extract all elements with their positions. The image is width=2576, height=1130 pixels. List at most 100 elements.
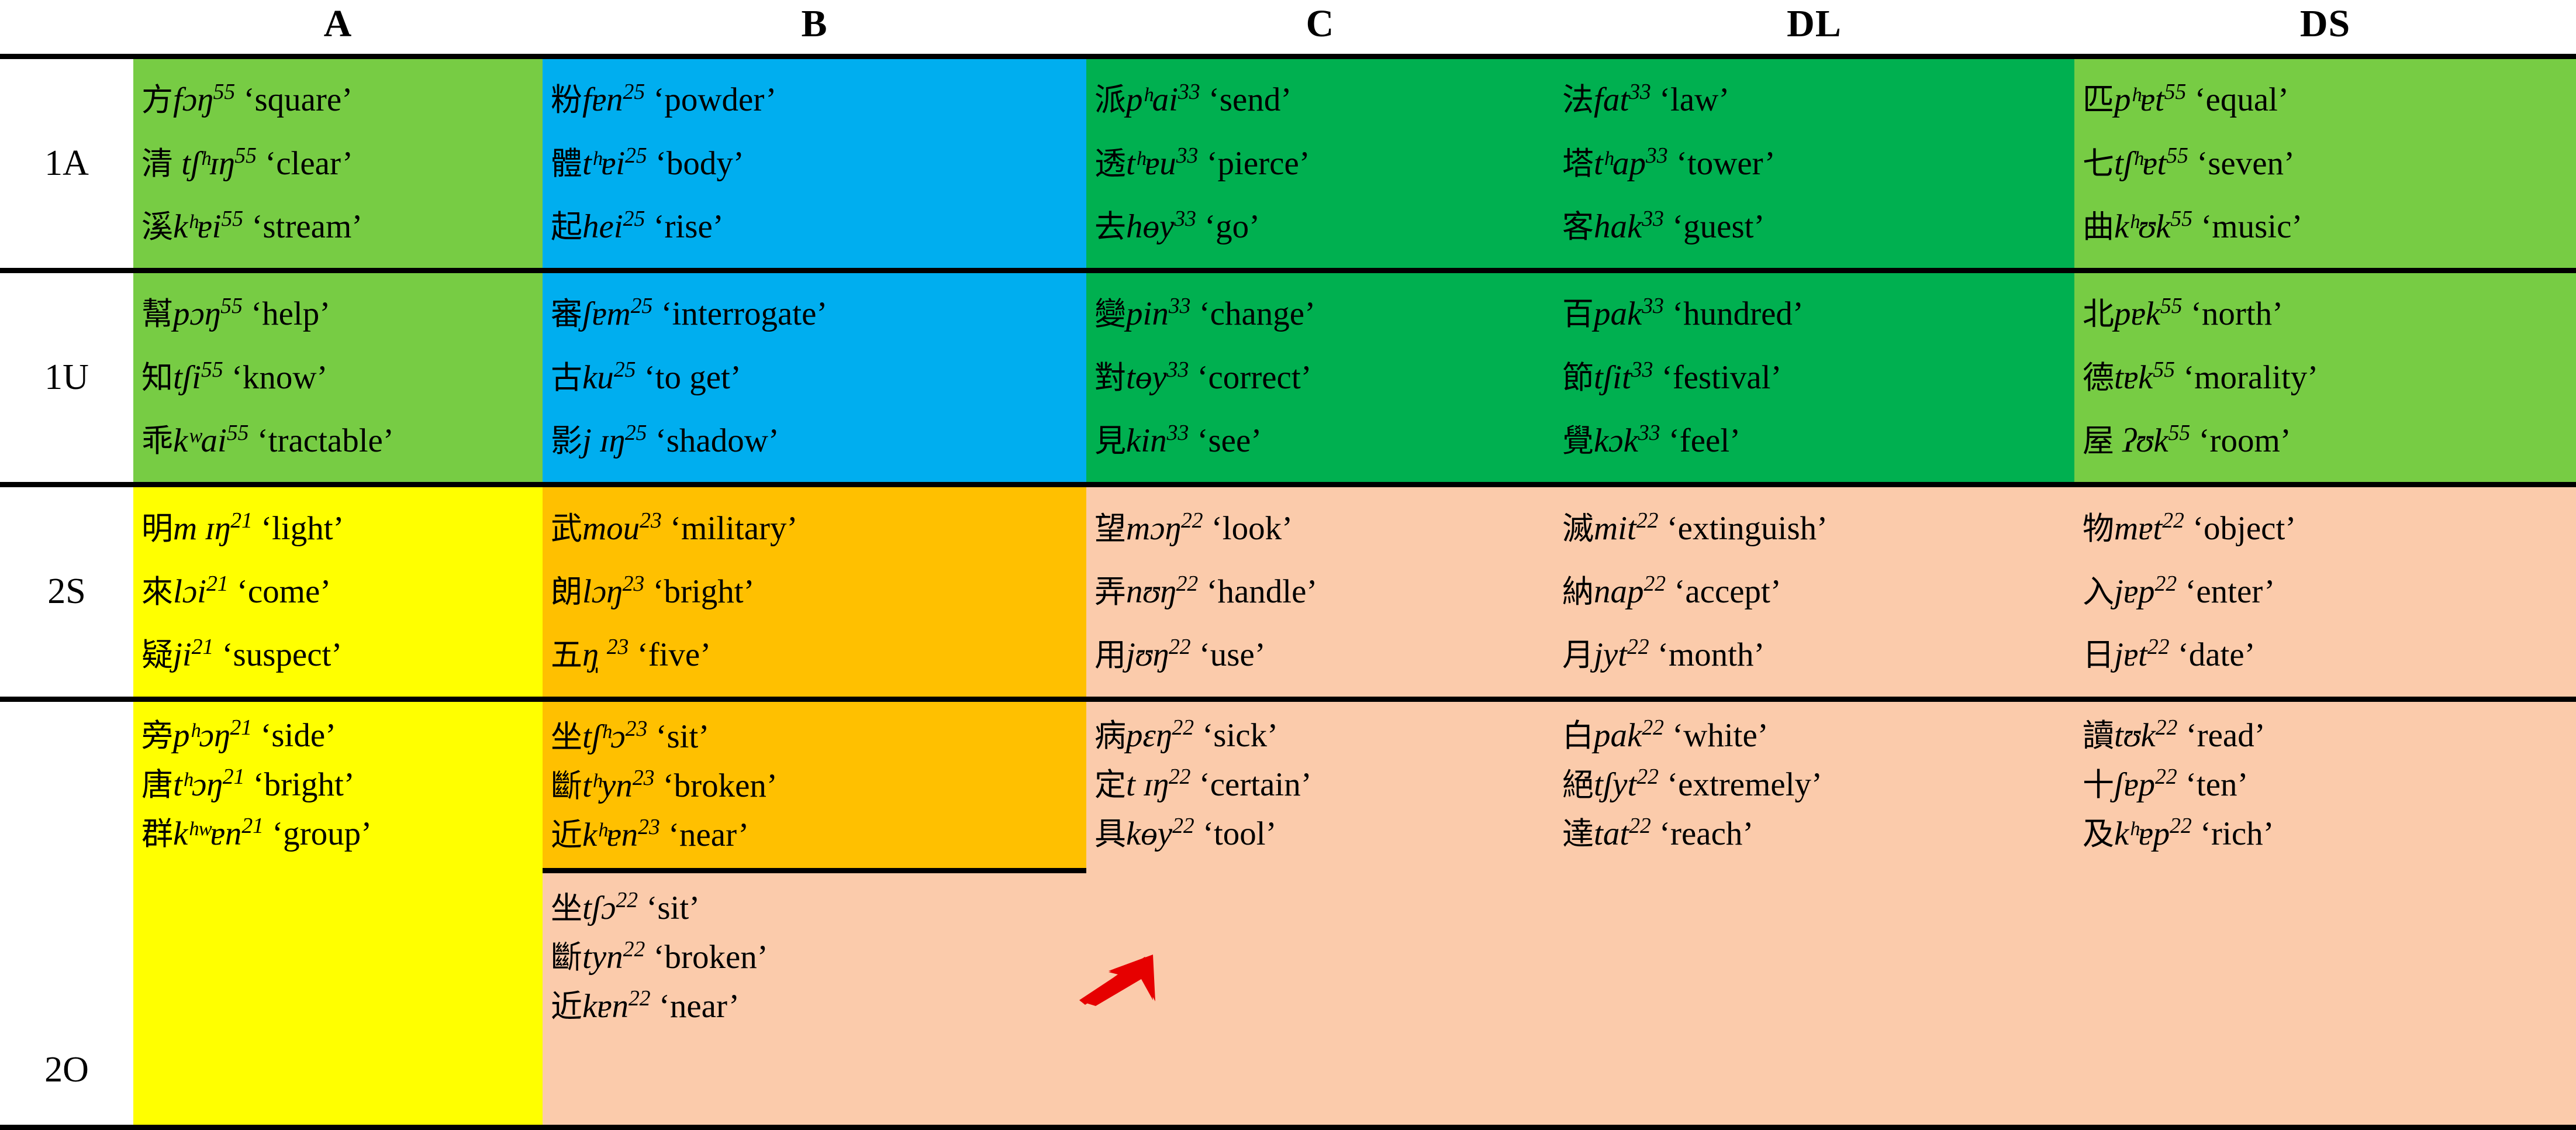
ipa-transcription: pʰai: [1126, 81, 1179, 119]
chinese-character: 五: [551, 636, 582, 674]
tone-number: 33: [1638, 421, 1660, 446]
chinese-character: 乖: [141, 422, 173, 460]
lexical-entry: 乖kʷai55 ‘tractable’: [141, 416, 543, 466]
ipa-transcription: tʃi: [173, 359, 202, 396]
ipa-transcription: mou: [582, 509, 640, 547]
english-gloss: ‘enter’: [2177, 573, 2275, 610]
tone-number: 22: [1168, 635, 1191, 660]
tone-number: 23: [625, 716, 648, 741]
tone-number: 33: [1176, 143, 1199, 168]
row-label-header: [0, 0, 133, 57]
chinese-character: 旁: [141, 716, 173, 754]
lexical-entry: 物mɐt22 ‘object’: [2083, 504, 2576, 553]
ipa-transcription: tʰap: [1594, 144, 1646, 182]
tone-number: 25: [613, 357, 636, 382]
ipa-transcription: jɐt: [2114, 636, 2147, 674]
chinese-character: 曲: [2083, 208, 2114, 245]
tone-number: 55: [2153, 357, 2175, 382]
lexical-entry: 知tʃi55 ‘know’: [141, 353, 543, 402]
english-gloss: ‘clear’: [256, 144, 354, 182]
chinese-character: 法: [1562, 81, 1594, 119]
ipa-transcription: tʃyt: [1594, 766, 1637, 803]
lexical-entry: 法fat33 ‘law’: [1562, 75, 2074, 125]
entry-list: 審ʃɐm25 ‘interrogate’古ku25 ‘to get’影j ɪŋ2…: [543, 273, 1086, 482]
row-label-1a: 1A: [0, 56, 133, 271]
chinese-character: 定: [1094, 766, 1126, 803]
tone-number: 25: [623, 80, 645, 105]
entry-list: 武mou23 ‘military’朗lɔŋ23 ‘bright’五ŋ̩ 23 ‘…: [543, 487, 1086, 696]
lexical-entry: 節tʃit33 ‘festival’: [1562, 353, 2074, 402]
ipa-transcription: ʃɐp: [2114, 766, 2156, 803]
table-body: 1A 方fɔŋ55 ‘square’清 tʃʰɪŋ55 ‘clear’溪kʰɐi…: [0, 56, 2576, 1130]
entry-list: 粉fɐn25 ‘powder’體tʰɐi25 ‘body’起hei25 ‘ris…: [543, 59, 1086, 268]
lexical-entry: 派pʰai33 ‘send’: [1094, 75, 1554, 125]
chinese-character: 來: [141, 573, 173, 610]
english-gloss: ‘sit’: [647, 718, 710, 755]
cell-2s-c: 望mɔŋ22 ‘look’弄nʊŋ22 ‘handle’用jʊŋ22 ‘use’: [1086, 484, 1554, 700]
english-gloss: ‘broken’: [645, 938, 768, 976]
chinese-character: 清: [141, 144, 173, 182]
english-gloss: ‘sick’: [1194, 716, 1279, 754]
english-gloss: ‘near’: [650, 988, 740, 1025]
lexical-entry: 明m ɪŋ21 ‘light’: [141, 504, 543, 553]
ipa-transcription: jʊŋ: [1126, 636, 1169, 674]
chinese-character: 派: [1094, 81, 1126, 119]
chinese-character: 溪: [141, 208, 173, 245]
english-gloss: ‘side’: [252, 716, 337, 754]
tone-number: 22: [1168, 764, 1191, 789]
tone-number: 21: [206, 571, 229, 596]
cell-2s-dl: 滅mit22 ‘extinguish’納nap22 ‘accept’月jyt22…: [1554, 484, 2074, 700]
chinese-character: 病: [1094, 716, 1126, 754]
english-gloss: ‘use’: [1190, 636, 1266, 674]
tone-number: 33: [1629, 80, 1651, 105]
english-gloss: ‘guest’: [1663, 208, 1765, 245]
ipa-transcription: kʰɐn: [582, 816, 638, 853]
cell-1u-b: 審ʃɐm25 ‘interrogate’古ku25 ‘to get’影j ɪŋ2…: [543, 270, 1086, 485]
tone-number: 22: [1629, 813, 1651, 838]
tone-number: 33: [1178, 80, 1200, 105]
entry-list-lower: 坐tʃɔ22 ‘sit’斷tyn22 ‘broken’近kɐn22 ‘near’: [543, 873, 1086, 1125]
tone-number: 55: [226, 421, 249, 446]
tone-number: 22: [1636, 764, 1659, 789]
english-gloss: ‘shadow’: [647, 422, 779, 460]
chinese-character: 斷: [551, 938, 582, 976]
chinese-character: 屋: [2083, 422, 2114, 460]
chinese-character: 變: [1094, 295, 1126, 333]
lexical-entry: 方fɔŋ55 ‘square’: [141, 75, 543, 125]
english-gloss: ‘suspect’: [213, 636, 343, 674]
english-gloss: ‘hundred’: [1663, 295, 1804, 333]
tone-number: 22: [2147, 635, 2170, 660]
cell-1a-c: 派pʰai33 ‘send’透tʰɐu33 ‘pierce’去hɵy33 ‘go…: [1086, 56, 1554, 271]
entry-list: 匹pʰɐt55 ‘equal’七tʃʰɐt55 ‘seven’曲kʰʊk55 ‘…: [2074, 59, 2576, 268]
chinese-character: 起: [551, 208, 582, 245]
english-gloss: ‘extremely’: [1658, 766, 1823, 803]
tone-number: 22: [623, 936, 645, 962]
lexical-entry: 朗lɔŋ23 ‘bright’: [551, 567, 1086, 616]
entry-list: 派pʰai33 ‘send’透tʰɐu33 ‘pierce’去hɵy33 ‘go…: [1086, 59, 1554, 268]
english-gloss: ‘look’: [1203, 509, 1293, 547]
tone-number: 25: [623, 206, 645, 231]
chinese-character: 用: [1094, 636, 1126, 674]
english-gloss: ‘rise’: [645, 208, 724, 245]
cell-1a-dl: 法fat33 ‘law’塔tʰap33 ‘tower’客hak33 ‘guest…: [1554, 56, 2074, 271]
lexical-entry: 用jʊŋ22 ‘use’: [1094, 631, 1554, 680]
cell-2o-b: 坐tʃʰɔ23 ‘sit’斷tʰyn23 ‘broken’近kʰɐn23 ‘ne…: [543, 699, 1086, 1130]
cell-2o-ds: 讀tʊk22 ‘read’十ʃɐp22 ‘ten’及kʰɐp22 ‘rich’: [2074, 699, 2576, 1130]
chinese-character: 節: [1562, 359, 1594, 396]
chinese-character: 近: [551, 816, 582, 853]
row-label-1u: 1U: [0, 270, 133, 485]
english-gloss: ‘object’: [2184, 509, 2297, 547]
chinese-character: 坐: [551, 718, 582, 755]
tone-number: 25: [624, 421, 647, 446]
lexical-entry: 粉fɐn25 ‘powder’: [551, 75, 1086, 125]
chinese-character: 望: [1094, 509, 1126, 547]
lexical-entry: 病pɛŋ22 ‘sick’: [1094, 711, 1554, 760]
lexical-entry: 望mɔŋ22 ‘look’: [1094, 504, 1554, 553]
cell-1a-a: 方fɔŋ55 ‘square’清 tʃʰɪŋ55 ‘clear’溪kʰɐi55 …: [133, 56, 543, 271]
entry-list: 病pɛŋ22 ‘sick’定t ɪŋ22 ‘certain’具kɵy22 ‘to…: [1086, 702, 1554, 1125]
lexical-entry: 透tʰɐu33 ‘pierce’: [1094, 139, 1554, 188]
english-gloss: ‘go’: [1196, 208, 1261, 245]
tone-number: 22: [1627, 635, 1649, 660]
english-gloss: ‘stream’: [243, 208, 363, 245]
chinese-character: 武: [551, 509, 582, 547]
